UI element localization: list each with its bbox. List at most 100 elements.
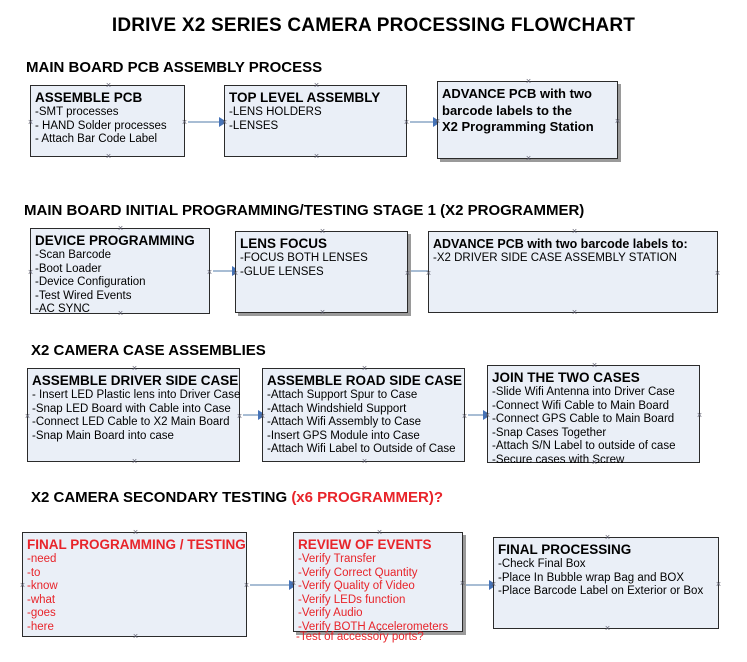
handle-icon[interactable] — [525, 78, 532, 85]
box-line: -Attach S/N Label to outside of case — [492, 440, 676, 452]
section-heading-1: MAIN BOARD PCB ASSEMBLY PROCESS — [26, 59, 322, 76]
box-line: -FOCUS BOTH LENSES — [240, 252, 368, 264]
box-title: ASSEMBLE DRIVER SIDE CASE — [32, 373, 239, 388]
connector-arrow — [188, 117, 227, 127]
box-line: - Attach Bar Code Label — [35, 133, 158, 145]
box-line: -Snap Main Board into case — [32, 429, 174, 442]
box-line: -Verify Transfer — [298, 553, 376, 565]
box-line: -Attach Wifi Assembly to Case — [267, 416, 422, 428]
box-lens-focus[interactable]: LENS FOCUS -FOCUS BOTH LENSES -GLUE LENS… — [235, 231, 408, 313]
handle-icon[interactable] — [571, 228, 578, 235]
handle-icon[interactable] — [319, 309, 326, 316]
box-line: -Scan Barcode — [35, 249, 112, 261]
handle-icon[interactable] — [361, 365, 368, 372]
handle-icon[interactable] — [604, 625, 611, 632]
box-line: -Attach Support Spur to Case — [267, 389, 418, 401]
section-heading-4-red-text: (x6 PROGRAMMER)? — [291, 489, 443, 506]
box-review-of-events[interactable]: REVIEW OF EVENTS -Verify Transfer -Verif… — [293, 529, 466, 633]
box-line: -LENSES — [229, 119, 279, 132]
handle-icon[interactable] — [181, 119, 188, 126]
handle-icon[interactable] — [236, 413, 243, 420]
box-device-programming[interactable]: DEVICE PROGRAMMING -Scan Barcode -Boot L… — [27, 225, 213, 315]
handle-icon[interactable] — [105, 82, 112, 89]
handle-icon[interactable] — [132, 529, 139, 536]
box-line: -Device Configuration — [35, 276, 146, 288]
section-heading-3-text: X2 CAMERA CASE ASSEMBLIES — [31, 342, 266, 359]
handle-icon[interactable] — [614, 118, 621, 125]
handle-icon[interactable] — [591, 362, 598, 369]
handle-icon[interactable] — [117, 225, 124, 232]
handle-icon[interactable] — [696, 412, 703, 419]
handle-icon[interactable] — [461, 413, 468, 420]
handle-icon[interactable] — [361, 458, 368, 465]
box-line: -X2 DRIVER SIDE CASE ASSEMBLY STATION — [433, 252, 677, 264]
box-line: -Connect Wifi Cable to Main Board — [492, 399, 670, 412]
handle-icon[interactable] — [525, 155, 532, 162]
handle-icon[interactable] — [715, 581, 722, 588]
box-top-level-assembly[interactable]: TOP LEVEL ASSEMBLY -LENS HOLDERS -LENSES — [224, 85, 407, 157]
handle-icon[interactable] — [403, 119, 410, 126]
box-line: -Check Final Box — [498, 558, 586, 570]
box-title: barcode labels to the — [442, 102, 573, 118]
connector-arrow — [410, 117, 441, 127]
box-join-the-two-cases[interactable]: JOIN THE TWO CASES -Slide Wifi Antenna i… — [487, 362, 703, 466]
handle-icon[interactable] — [313, 153, 320, 160]
box-line: -need — [27, 553, 57, 565]
section-heading-1-text: MAIN BOARD PCB ASSEMBLY PROCESS — [26, 59, 323, 76]
box-line: -Attach Windshield Support — [267, 402, 407, 415]
box-title: ADVANCE PCB with two barcode labels to: — [433, 237, 688, 251]
handle-icon[interactable] — [459, 580, 466, 587]
box-final-programming-testing[interactable]: FINAL PROGRAMMING / TESTING -need -to -k… — [22, 532, 247, 637]
box-assemble-road-side-case[interactable]: ASSEMBLE ROAD SIDE CASE -Attach Support … — [262, 368, 465, 462]
box-title: FINAL PROCESSING — [498, 542, 632, 557]
box-title: LENS FOCUS — [240, 236, 328, 251]
handle-icon[interactable] — [313, 82, 320, 89]
box-line: -Snap Cases Together — [492, 426, 607, 439]
box-assemble-driver-side-case[interactable]: ASSEMBLE DRIVER SIDE CASE - Insert LED P… — [27, 368, 240, 462]
box-line: -Attach Wifi Label to Outside of Case — [267, 443, 456, 455]
box-title: DEVICE PROGRAMMING — [35, 233, 195, 248]
box-title: ADVANCE PCB with two — [442, 86, 592, 101]
handle-icon[interactable] — [19, 582, 26, 589]
handle-icon[interactable] — [131, 458, 138, 465]
box-line: -to — [27, 566, 41, 579]
handle-icon[interactable] — [105, 153, 112, 160]
box-line: -Verify Audio — [298, 607, 363, 619]
handle-icon[interactable] — [243, 582, 250, 589]
box-final-processing[interactable]: FINAL PROCESSING -Check Final Box -Place… — [493, 537, 719, 629]
handle-icon[interactable] — [714, 270, 721, 277]
handle-icon[interactable] — [27, 269, 34, 276]
box-line: -Place In Bubble wrap Bag and BOX — [498, 571, 685, 584]
box-line: -here — [27, 620, 54, 633]
handle-icon[interactable] — [24, 413, 31, 420]
connector-arrow — [243, 410, 266, 420]
box-line: -Test Wired Events — [35, 289, 132, 302]
box-title: ASSEMBLE ROAD SIDE CASE — [267, 373, 463, 388]
handle-icon[interactable] — [404, 270, 411, 277]
box-advance-pcb-to-programming-station[interactable]: ADVANCE PCB with two barcode labels to t… — [437, 81, 618, 159]
box-title: TOP LEVEL ASSEMBLY — [229, 90, 381, 105]
handle-icon[interactable] — [27, 119, 34, 126]
box-line: -Boot Loader — [35, 262, 102, 275]
box-line: -LENS HOLDERS — [229, 106, 322, 118]
handle-icon[interactable] — [131, 365, 138, 372]
connector-arrow — [213, 266, 240, 276]
handle-icon[interactable] — [132, 633, 139, 640]
connector-arrow — [250, 580, 297, 590]
handle-icon[interactable] — [604, 534, 611, 541]
box-line: -Verify Quality of Video — [298, 580, 415, 592]
box-title: JOIN THE TWO CASES — [492, 370, 640, 385]
box-advance-pcb-to-case-assembly[interactable]: ADVANCE PCB with two barcode labels to: … — [428, 231, 718, 313]
box-line: -what — [27, 593, 56, 606]
handle-icon[interactable] — [319, 228, 326, 235]
box-assemble-pcb[interactable]: ASSEMBLE PCB -SMT processes - HAND Solde… — [30, 85, 185, 157]
box-line: -goes — [27, 607, 56, 619]
handle-icon[interactable] — [376, 529, 383, 536]
handle-icon[interactable] — [206, 269, 213, 276]
box-line: - Insert LED Plastic lens into Driver Ca… — [32, 389, 241, 401]
section-heading-2: MAIN BOARD INITIAL PROGRAMMING/TESTING S… — [24, 202, 584, 219]
handle-icon[interactable] — [571, 309, 578, 316]
arrowhead-icon — [219, 117, 227, 127]
box-line: -GLUE LENSES — [240, 265, 324, 278]
